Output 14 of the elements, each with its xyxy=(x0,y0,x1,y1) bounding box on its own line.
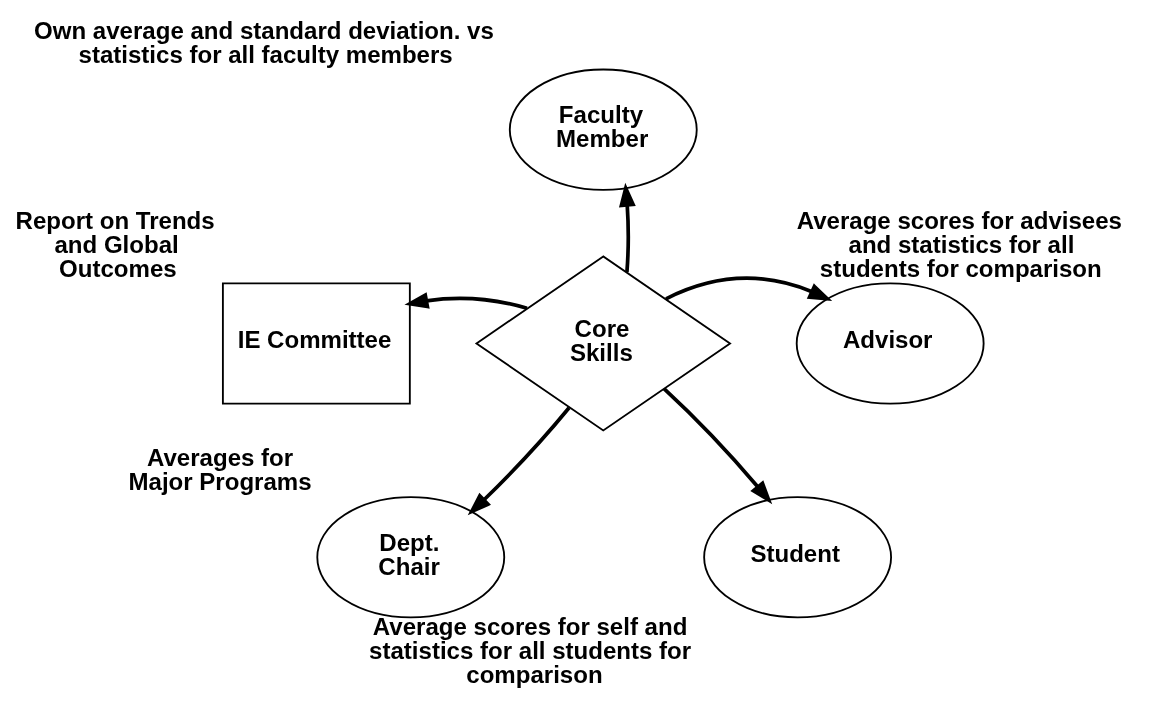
node-label: Report on Trends and Global Outcomes xyxy=(15,206,215,282)
node-label: Averages for Major Programs xyxy=(128,444,312,496)
node-box: IE Committee xyxy=(221,282,411,405)
node-label: Own average and standard deviation. vs statistics for all faculty members xyxy=(34,16,494,68)
arrow xyxy=(467,406,571,516)
arrow xyxy=(404,292,528,311)
node-label: Average scores for advisees and statistics for all students for comparison xyxy=(796,206,1122,282)
arrow xyxy=(662,387,773,505)
node-ellipse: Student xyxy=(703,496,892,619)
arrow xyxy=(665,276,833,302)
node-diamond: Core Skills xyxy=(474,255,732,432)
node-ellipse: Faculty Member xyxy=(508,68,698,191)
node-ellipse: Dept. Chair xyxy=(316,496,506,619)
arrow xyxy=(618,182,636,273)
